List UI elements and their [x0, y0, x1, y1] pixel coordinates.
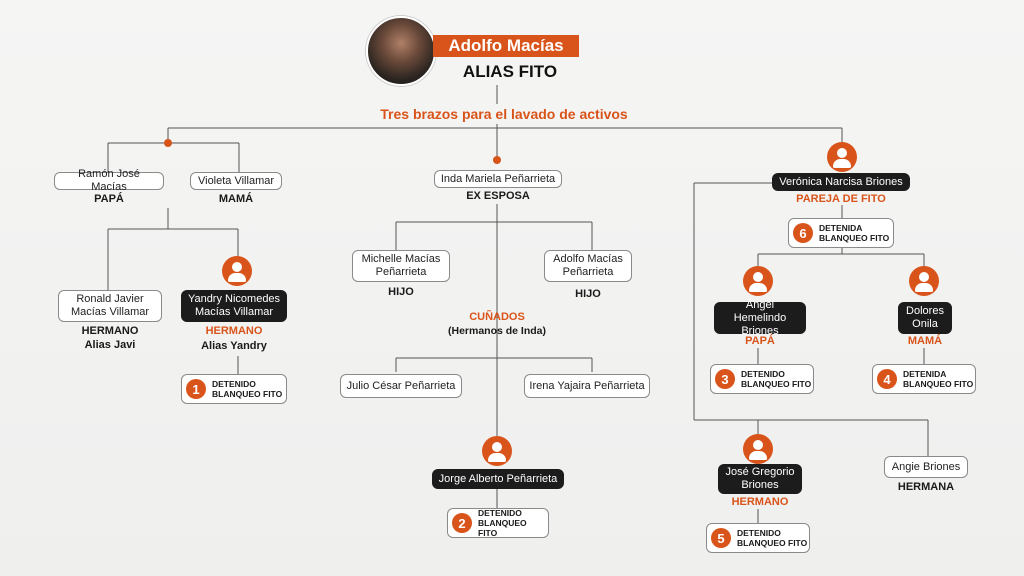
- mother-role-right: MAMÁ: [907, 335, 943, 347]
- header-name: Adolfo Macías: [448, 36, 564, 55]
- detained-text-4: DETENIDA BLANQUEO FITO: [903, 369, 974, 389]
- brother-role-javi: HERMANO: [81, 325, 139, 337]
- detained-badge-1: 1 DETENIDO BLANQUEO FITO: [181, 374, 287, 404]
- detained-badge-3: 3 DETENIDO BLANQUEO FITO: [710, 364, 814, 394]
- brother-box-yandry: Yandry Nicomedes Macías Villamar: [181, 290, 287, 322]
- mother-box-left: Violeta Villamar: [190, 172, 282, 190]
- sister-role-right: HERMANA: [897, 481, 955, 493]
- detained-number-6: 6: [793, 223, 813, 243]
- person-icon-yandry: [222, 256, 252, 286]
- detained-text-1: DETENIDO BLANQUEO FITO: [212, 379, 283, 399]
- child-name-michelle: Michelle Macías Peñarrieta: [361, 253, 441, 278]
- detained-number-5: 5: [711, 528, 731, 548]
- partner-role: PAREJA DE FITO: [796, 193, 886, 205]
- child-role-michelle: HIJO: [388, 286, 414, 298]
- brother-box-right: José Gregorio Briones: [718, 464, 802, 494]
- exwife-role: EX ESPOSA: [466, 190, 530, 202]
- inlaw-box-julio: Julio César Peñarrieta: [340, 374, 462, 398]
- exwife-box: Inda Mariela Peñarrieta: [434, 170, 562, 188]
- brother-name-javi: Ronald Javier Macías Villamar: [70, 293, 150, 318]
- mother-name-right: Dolores Onila: [906, 305, 944, 330]
- junction-dot-left: [164, 139, 172, 147]
- child-name-adolfo: Adolfo Macías Peñarrieta: [553, 253, 623, 278]
- header-name-banner: Adolfo Macías: [433, 35, 579, 57]
- detained-text-5: DETENIDO BLANQUEO FITO: [737, 528, 808, 548]
- brother-role-right: HERMANO: [731, 496, 789, 508]
- detained-badge-2: 2 DETENIDO BLANQUEO FITO: [447, 508, 549, 538]
- detained-number-3: 3: [715, 369, 735, 389]
- partner-box: Verónica Narcisa Briones: [772, 173, 910, 191]
- inlaw-box-irena: Irena Yajaira Peñarrieta: [524, 374, 650, 398]
- child-box-michelle: Michelle Macías Peñarrieta: [352, 250, 450, 282]
- brother-box-javi: Ronald Javier Macías Villamar: [58, 290, 162, 322]
- detained-number-4: 4: [877, 369, 897, 389]
- father-role-left: PAPÁ: [94, 193, 124, 205]
- detained-badge-4: 4 DETENIDA BLANQUEO FITO: [872, 364, 976, 394]
- child-box-adolfo: Adolfo Macías Peñarrieta: [544, 250, 632, 282]
- portrait-photo: [366, 16, 436, 86]
- mother-role-left: MAMÁ: [218, 193, 254, 205]
- diagram-subtitle: Tres brazos para el lavado de activos: [380, 106, 628, 122]
- person-icon-angel: [743, 266, 773, 296]
- brother-name-yandry: Yandry Nicomedes Macías Villamar: [187, 293, 281, 318]
- detained-text-3: DETENIDO BLANQUEO FITO: [741, 369, 812, 389]
- detained-badge-6: 6 DETENIDA BLANQUEO FITO: [788, 218, 894, 248]
- detained-text-6: DETENIDA BLANQUEO FITO: [819, 223, 890, 243]
- child-role-adolfo: HIJO: [575, 288, 601, 300]
- person-icon-veronica: [827, 142, 857, 172]
- header-alias: ALIAS FITO: [462, 62, 558, 81]
- inlaws-title: CUÑADOS: [469, 311, 525, 323]
- person-icon-jose: [743, 434, 773, 464]
- detained-number-1: 1: [186, 379, 206, 399]
- inlaw-box-jorge: Jorge Alberto Peñarrieta: [432, 469, 564, 489]
- father-role-right: PAPÁ: [745, 335, 775, 347]
- brother-name-right: José Gregorio Briones: [725, 466, 795, 491]
- detained-badge-5: 5 DETENIDO BLANQUEO FITO: [706, 523, 810, 553]
- detained-number-2: 2: [452, 513, 472, 533]
- brother-role-yandry: HERMANO: [205, 325, 263, 337]
- father-box-right: Ángel Hemelindo Briones: [714, 299, 806, 337]
- person-icon-jorge: [482, 436, 512, 466]
- father-box-left: Ramón José Macías: [54, 168, 164, 193]
- father-name-right: Ángel Hemelindo Briones: [733, 298, 787, 337]
- person-icon-dolores: [909, 266, 939, 296]
- inlaws-subtitle: (Hermanos de Inda): [447, 325, 547, 337]
- mother-box-right: Dolores Onila: [898, 302, 952, 334]
- brother-alias-javi: Alias Javi: [84, 339, 136, 351]
- detained-text-2: DETENIDO BLANQUEO FITO: [478, 508, 527, 538]
- sister-box-right: Angie Briones: [884, 456, 968, 478]
- brother-alias-yandry: Alias Yandry: [201, 340, 267, 352]
- junction-dot-center: [493, 156, 501, 164]
